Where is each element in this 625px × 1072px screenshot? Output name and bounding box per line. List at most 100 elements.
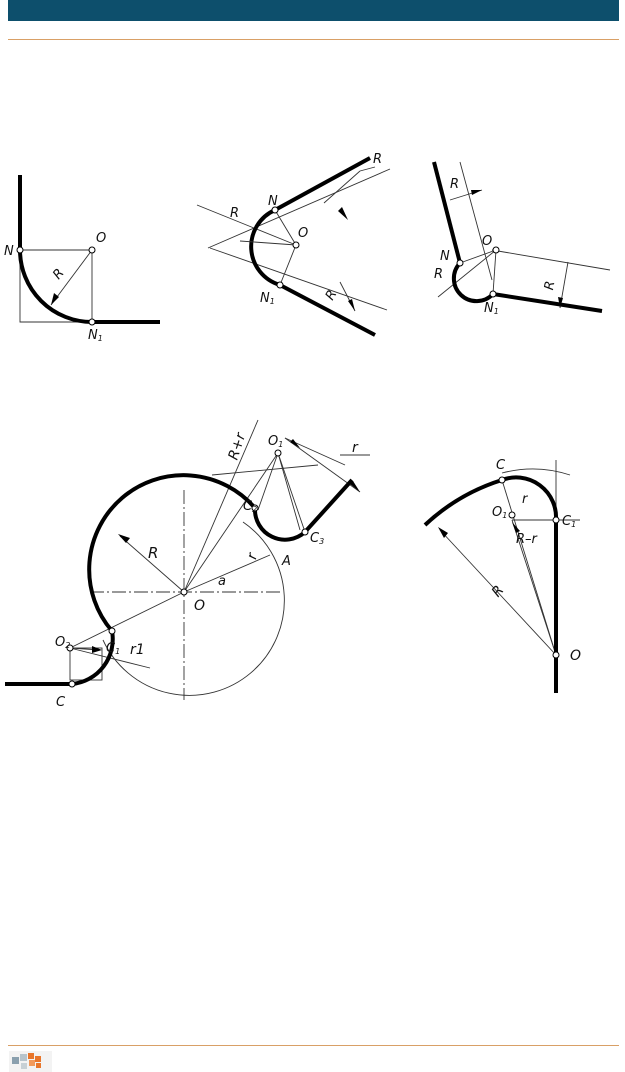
- figure-obtuse-angle-fillet: R R R N O N1: [196, 152, 391, 337]
- point-o1: [508, 511, 516, 519]
- offset-line-bottom: [209, 247, 388, 311]
- point-o1: [274, 449, 282, 457]
- dim-arrow-right: [558, 297, 563, 308]
- label-n1: N1: [88, 328, 103, 343]
- label-c: C: [496, 458, 506, 473]
- point-n: [16, 246, 24, 254]
- radius-r1-arrow: [92, 646, 102, 653]
- offset-line-vertical: [459, 161, 493, 281]
- radius-r: [439, 529, 557, 656]
- point-o: [180, 588, 188, 596]
- construction-arc: [501, 468, 571, 476]
- lower-line: [279, 283, 376, 337]
- line-o1-c2: [257, 452, 279, 511]
- radius-line: [50, 249, 93, 306]
- dim-line-top: [323, 170, 361, 204]
- label-r: R: [50, 266, 67, 283]
- label-r: r: [522, 492, 529, 507]
- label-n1: N1: [260, 291, 275, 306]
- lower-line: [492, 292, 603, 313]
- radius-dim: [239, 240, 297, 246]
- label-r-left: R: [230, 206, 239, 221]
- label-o: O: [482, 234, 492, 249]
- label-r-bottom: R: [323, 288, 341, 303]
- point-n: [456, 259, 464, 267]
- label-r: R: [148, 544, 158, 562]
- label-c: C: [56, 695, 66, 710]
- label-r-top: R: [450, 177, 459, 192]
- label-c3: C3: [310, 531, 324, 546]
- point-n1: [88, 318, 96, 326]
- dim-arrow-top: [338, 207, 348, 220]
- point-n1: [489, 290, 497, 298]
- publisher-logo-icon: [9, 1051, 52, 1072]
- label-a: A: [281, 554, 291, 569]
- label-o: O: [298, 226, 308, 241]
- radius-arrow: [118, 534, 130, 543]
- dim-arrow-r: [350, 481, 360, 492]
- point-c: [68, 680, 76, 688]
- offset-line-horizontal: [491, 249, 611, 271]
- label-r-top: R: [373, 152, 382, 167]
- label-a-small: a: [218, 574, 226, 589]
- label-r-right: R: [542, 280, 558, 292]
- bisector-left: [196, 204, 297, 246]
- line-o-c: [501, 479, 557, 656]
- label-r1: r1: [130, 642, 145, 658]
- main-arc: [87, 473, 257, 633]
- label-c2: C2: [243, 499, 257, 514]
- bisector: [437, 249, 497, 298]
- line-o-o1: [183, 452, 279, 593]
- label-r-big: R: [489, 583, 508, 601]
- label-o: O: [194, 598, 205, 614]
- point-c: [498, 476, 506, 484]
- label-r-minus-r: R–r: [516, 532, 539, 547]
- radius-r-arrow: [438, 527, 448, 538]
- line-o1-a: [277, 452, 301, 531]
- point-n: [271, 206, 279, 214]
- leader-top: [359, 166, 376, 172]
- upper-line: [274, 156, 371, 212]
- arrow-r-minus-r: [512, 522, 520, 533]
- label-r-small: r: [244, 550, 261, 561]
- right-fillet-and-line: [252, 478, 354, 542]
- left-fillet-and-line: [5, 630, 115, 686]
- label-n: N: [440, 249, 450, 264]
- fillet-arc: [451, 261, 495, 304]
- label-r-top: r: [352, 440, 359, 456]
- figure-circle-conjugation: R+r r O1 C2 C3 R r a A O C1 O2 r1 C: [5, 419, 370, 710]
- line-r-plus-r: [183, 419, 259, 593]
- point-o: [88, 246, 96, 254]
- dim-arrow-r2: [290, 439, 300, 448]
- figure-obtuse-angle-fillet-2: R R R N O N1: [432, 161, 611, 316]
- label-o2: O2: [55, 635, 70, 650]
- line-o1-o: [511, 519, 557, 656]
- label-c1: C1: [106, 641, 120, 656]
- line-o-o2: [69, 591, 185, 649]
- construction-circle: [102, 521, 285, 696]
- point-o: [552, 651, 560, 659]
- point-o: [292, 241, 300, 249]
- radius-r: [119, 535, 185, 593]
- point-c1: [552, 516, 560, 524]
- label-o1: O1: [268, 434, 283, 449]
- label-n: N: [4, 244, 14, 259]
- point-c1: [108, 627, 116, 635]
- arc-r-plus-r: [211, 464, 319, 476]
- radius-n: [459, 249, 497, 264]
- point-c2: [251, 504, 259, 512]
- label-n: N: [268, 194, 278, 209]
- label-o: O: [570, 648, 581, 664]
- radius-arrow: [51, 293, 59, 305]
- conjugation-curve: [423, 475, 559, 693]
- label-o1: O1: [492, 505, 507, 520]
- label-r-plus-r: R+r: [226, 430, 250, 462]
- label-r-left: R: [434, 267, 443, 282]
- radius-n: [274, 209, 297, 246]
- point-n1: [276, 281, 284, 289]
- point-o: [492, 246, 500, 254]
- dim-arrow-top: [471, 190, 482, 195]
- figure-right-angle-fillet: N O R N1: [4, 175, 160, 343]
- offset-line-top: [207, 168, 391, 249]
- label-n1: N1: [484, 301, 499, 316]
